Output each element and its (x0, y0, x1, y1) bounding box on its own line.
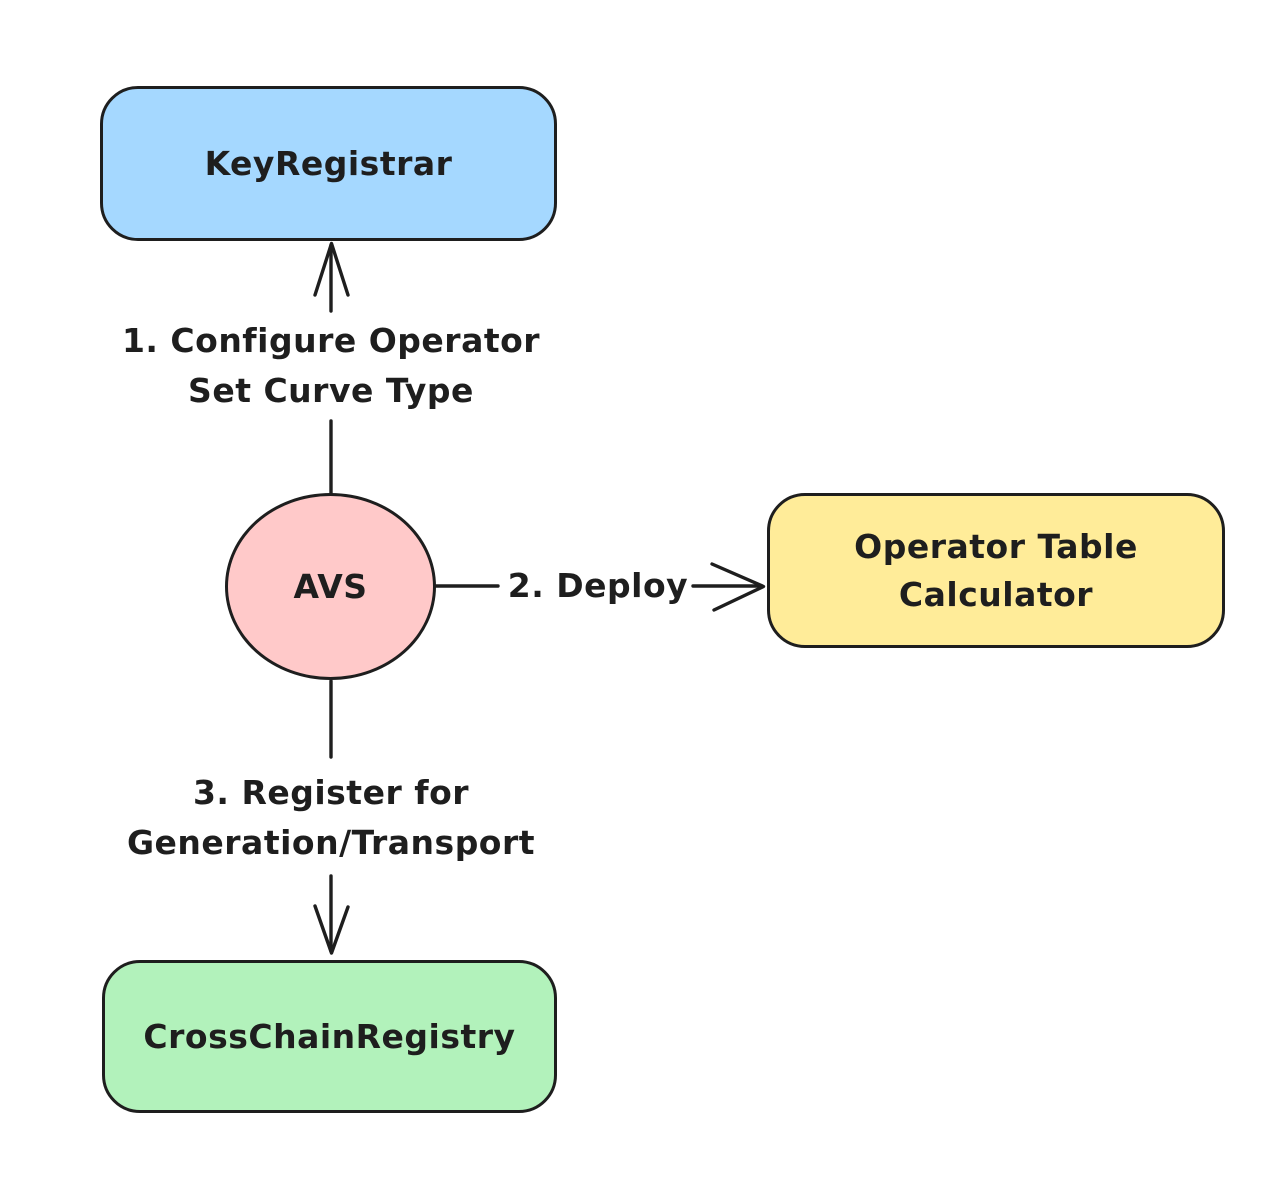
arrowhead-down-icon (313, 904, 350, 955)
edge-register-arrow (313, 679, 350, 955)
edge-register-label: 3. Register for Generation/Transport (81, 768, 581, 868)
node-avs-label: AVS (293, 566, 368, 606)
edge-configure-label-line2: Set Curve Type (188, 371, 474, 410)
edge-deploy-label: 2. Deploy (507, 566, 689, 605)
edge-register-label-line1: 3. Register for (192, 773, 470, 812)
edge-deploy-arrow (432, 562, 766, 612)
edge-configure-arrow (313, 241, 350, 495)
node-key-registrar: KeyRegistrar (100, 86, 557, 241)
node-cross-chain-registry: CrossChainRegistry (102, 960, 557, 1113)
node-operator-table-calculator-label: Operator Table Calculator (854, 523, 1138, 619)
node-operator-table-calculator: Operator Table Calculator (767, 493, 1225, 648)
arrowhead-right-icon (710, 562, 766, 612)
edge-configure-label: 1. Configure Operator Set Curve Type (81, 316, 581, 416)
node-avs: AVS (225, 493, 436, 680)
node-operator-table-calculator-label-line2: Calculator (898, 574, 1094, 614)
node-cross-chain-registry-label: CrossChainRegistry (143, 1016, 516, 1056)
node-operator-table-calculator-label-line1: Operator Table (854, 526, 1138, 566)
edge-configure-label-line1: 1. Configure Operator (121, 321, 541, 360)
node-key-registrar-label: KeyRegistrar (204, 143, 453, 183)
arrowhead-up-icon (313, 241, 350, 297)
edge-register-label-line2: Generation/Transport (126, 823, 536, 862)
